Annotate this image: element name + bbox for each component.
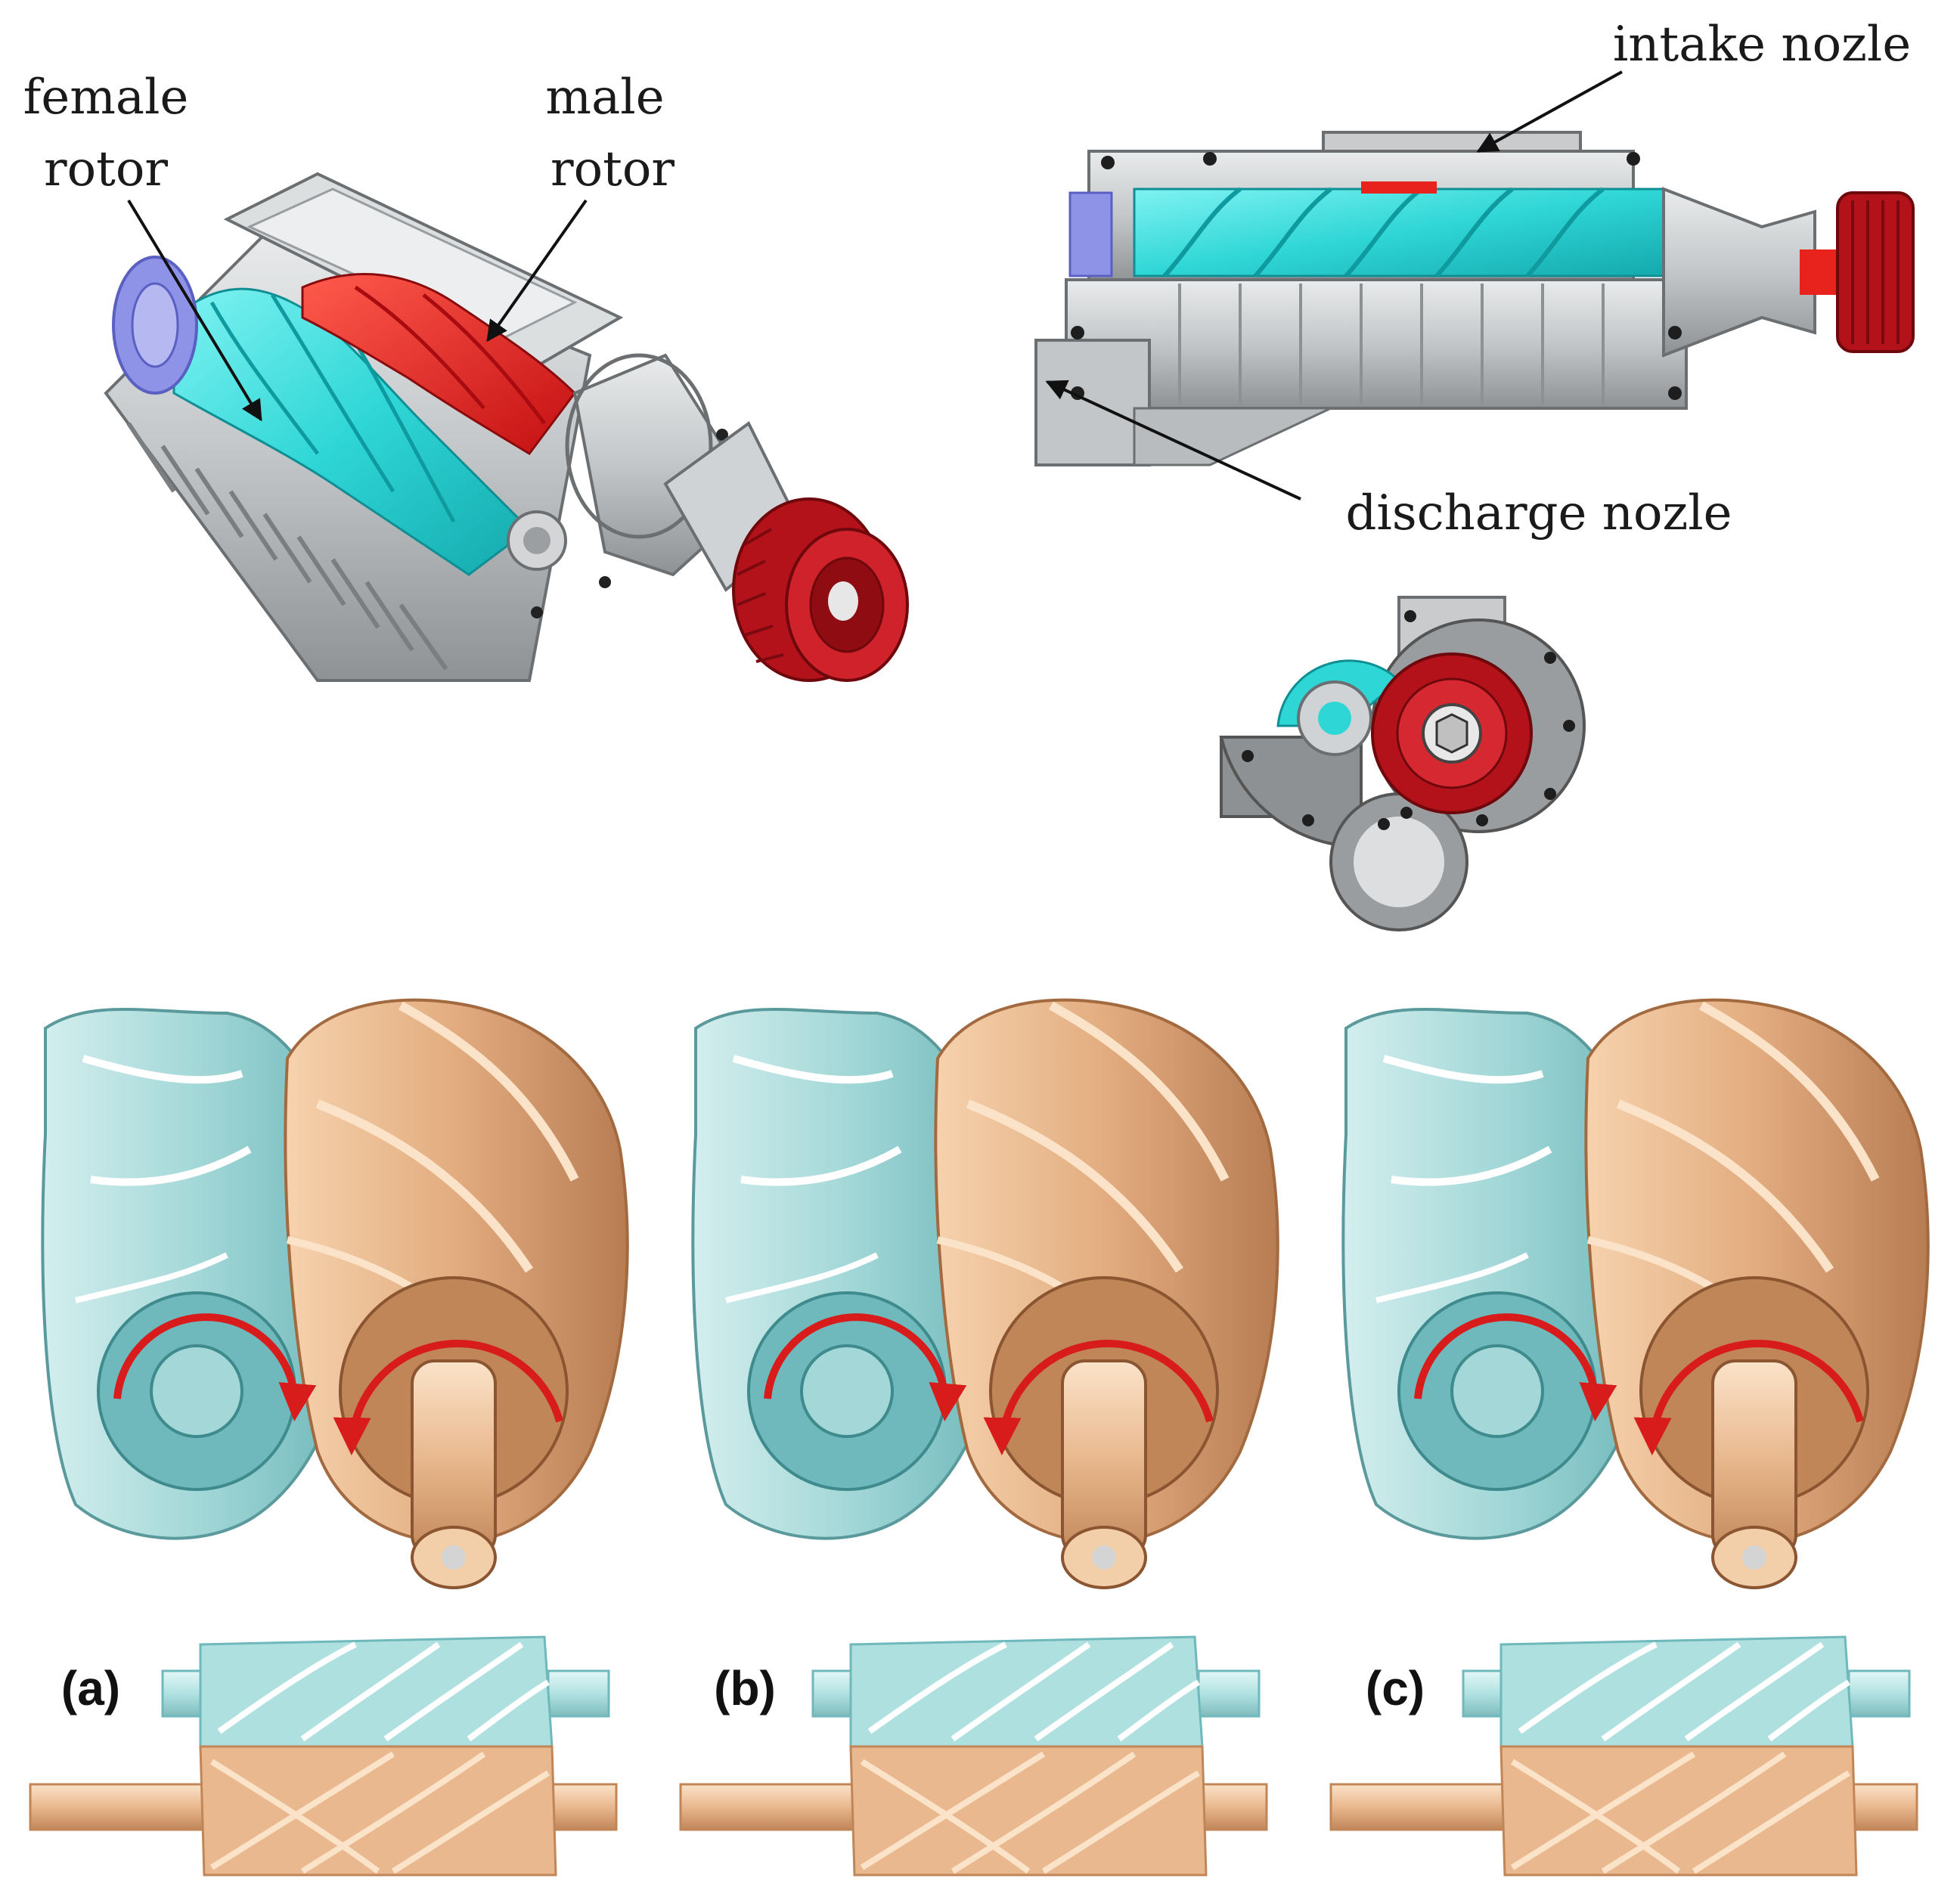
female-rotor-side <box>1133 188 1665 277</box>
label-intake-nozzle: intake nozle <box>1613 17 1911 73</box>
label-discharge-nozzle: discharge nozle <box>1345 485 1732 541</box>
timing-gear-side <box>1068 191 1113 277</box>
rotation-arrow-female <box>764 1313 967 1421</box>
cutaway-supercharger: female rotor male rotor <box>23 70 909 682</box>
leader-discharge-nozzle <box>1045 380 1301 501</box>
panel-a: (a) <box>29 998 629 1877</box>
leader-intake-nozzle <box>1476 70 1623 153</box>
rotation-arrow-male <box>333 1340 563 1455</box>
rotation-arrow-female <box>1414 1313 1617 1421</box>
female-rotor-cutaway <box>172 287 532 576</box>
label-male-rotor-line2: rotor <box>550 141 675 197</box>
rotation-arrow-male <box>983 1340 1214 1455</box>
leader-female-rotor <box>127 199 262 422</box>
panel-letter-b: (b) <box>714 1661 776 1715</box>
female-rotor-render <box>691 1008 1001 1540</box>
label-male-rotor-line1: male <box>545 70 664 126</box>
rotor-pair-side-view <box>1329 1635 1918 1877</box>
panel-b: (b) <box>679 998 1279 1877</box>
panel-letter-a: (a) <box>61 1661 120 1715</box>
side-view-supercharger: intake nozle discharge nozle <box>1034 17 1915 541</box>
end-view-supercharger <box>1219 596 1586 931</box>
leader-male-rotor <box>486 199 588 342</box>
drive-pulley-side <box>1836 191 1915 353</box>
panel-letter-c: (c) <box>1366 1661 1425 1715</box>
male-rotor-render <box>934 998 1279 1589</box>
rotation-arrow-male <box>1633 1340 1864 1455</box>
rotor-pair-side-view <box>679 1635 1268 1877</box>
label-female-rotor-line1: female <box>23 70 189 126</box>
rotor-pair-side-view <box>29 1635 618 1877</box>
male-rotor-render <box>284 998 629 1589</box>
rotation-arrow-female <box>113 1313 317 1421</box>
drive-pulley <box>732 497 909 682</box>
panel-c: (c) <box>1329 998 1930 1877</box>
ribbed-casing <box>126 422 448 671</box>
male-rotor-render <box>1584 998 1930 1589</box>
label-female-rotor-line2: rotor <box>44 141 168 197</box>
